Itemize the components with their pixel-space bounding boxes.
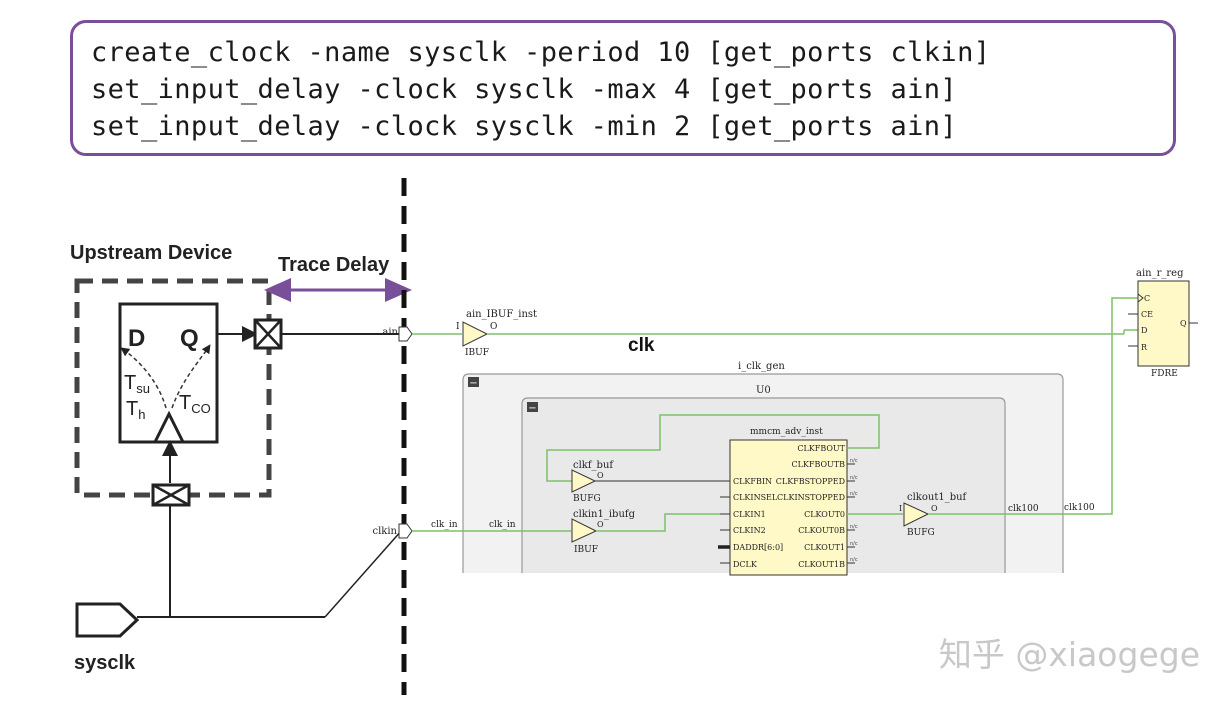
ff-q-pin: Q [180,325,199,352]
svg-text:n/c: n/c [850,557,858,563]
code-line-2: set_input_delay -clock sysclk -max 4 [ge… [91,74,958,105]
i-clk-gen-label: i_clk_gen [738,361,785,372]
svg-text:BUFG: BUFG [907,528,935,538]
mmcm-pin-clkin2: CLKIN2 [733,526,766,535]
mmcm-pin-clkfbstopped: CLKFBSTOPPED [776,477,845,486]
sysclk-label: sysclk [74,652,136,674]
ibufg-to-clkin1-wire [596,513,720,532]
mmcm-pin-daddr: DADDR[6:0] [733,543,783,552]
clock-triangle-icon [153,410,185,443]
mmcm-pin-clkfbout: CLKFBOUT [797,444,845,453]
mmcm-pin-clkinsel: CLKINSEL [733,493,778,502]
ff-d-pin: D [128,325,145,352]
svg-text:D: D [1141,326,1147,335]
feedback-wire [546,414,880,482]
clk-in-net-label-2: clk_in [489,520,516,530]
mmcm-pin-clkfboutb: CLKFBOUTB [791,460,845,469]
reg-name-label: ain_r_reg [1136,268,1184,279]
clk100-wire [928,297,1138,515]
port-ain-icon [398,326,413,342]
tsu-label: Tsu [124,372,150,396]
code-box: create_clock -name sysclk -period 10 [ge… [70,20,1176,156]
tsu-arc [120,347,167,409]
clkin1-ibufg-icon [571,518,598,543]
clkf-buf-icon [571,469,597,493]
svg-text:IBUF: IBUF [465,348,489,358]
sysclk-port-icon [75,602,140,638]
tco-arc [171,344,211,409]
clk-in-net-label-1: clk_in [431,520,458,530]
u0-collapse-button[interactable] [527,402,538,412]
tco-label: TCO [179,392,211,416]
code-line-3: set_input_delay -clock sysclk -min 2 [ge… [91,111,958,142]
port-clkin-label: clkin [373,526,398,537]
th-label: Th [126,398,145,422]
svg-text:CE: CE [1141,310,1153,319]
svg-text:n/c: n/c [850,475,858,481]
u0-label: U0 [756,385,771,396]
port-ain-label: ain [382,327,398,338]
clkin1-ibufg-label: clkin1_ibufg [573,509,636,520]
svg-text:C: C [1144,294,1150,303]
clk-label: clk [628,335,655,356]
mmcm-pin-clkout0b: CLKOUT0B [798,526,845,535]
ain-ibuf-icon [462,321,489,347]
svg-text:O: O [597,520,604,529]
svg-text:−: − [469,378,477,389]
svg-text:BUFG: BUFG [573,494,601,504]
svg-text:n/c: n/c [850,458,858,464]
svg-text:I: I [899,504,902,513]
clkout1-buf-icon [903,502,930,527]
svg-text:Q: Q [1180,319,1187,328]
svg-text:R: R [1141,343,1148,352]
svg-text:I: I [456,322,460,332]
clkout1-buf-label: clkout1_buf [907,492,968,503]
mmcm-inst-label: mmcm_adv_inst [750,427,823,437]
mmcm-block [729,439,848,576]
svg-text:n/c: n/c [850,491,858,497]
mmcm-pin-dclk: DCLK [733,560,758,569]
mmcm-pin-clkfbin: CLKFBIN [733,477,772,486]
svg-text:O: O [931,504,938,513]
upstream-title: Upstream Device [70,242,232,264]
svg-text:O: O [490,322,497,332]
flip-flop [118,302,219,444]
ain-ibuf-inst-label: ain_IBUF_inst [466,309,537,320]
watermark: 知乎 @xiaogege [938,635,1200,674]
i-clk-gen-collapse-button[interactable] [468,377,479,387]
reg-clock-icon [1137,293,1144,303]
port-clkin-icon [398,523,413,539]
mmcm-pin-clkout0: CLKOUT0 [804,510,845,519]
mmcm-pin-clkinstopped: CLKINSTOPPED [777,493,845,502]
mmcm-pin-clkin1: CLKIN1 [733,510,766,519]
svg-text:IBUF: IBUF [574,545,598,555]
clkf-buf-label: clkf_buf [573,460,614,471]
code-line-1: create_clock -name sysclk -period 10 [ge… [91,37,991,68]
svg-text:n/c: n/c [850,524,858,530]
svg-text:n/c: n/c [850,541,858,547]
sysclk-to-clkin-wire [324,529,403,618]
clk100-net-label-2: clk100 [1064,503,1095,513]
svg-text:O: O [597,471,604,480]
trace-delay-label: Trace Delay [278,254,390,276]
reg-type-label: FDRE [1151,369,1178,379]
mmcm-pin-clkout1: CLKOUT1 [804,543,845,552]
svg-text:−: − [528,403,536,414]
mmcm-pin-clkout1b: CLKOUT1B [798,560,845,569]
clk100-net-label-1: clk100 [1008,504,1039,514]
